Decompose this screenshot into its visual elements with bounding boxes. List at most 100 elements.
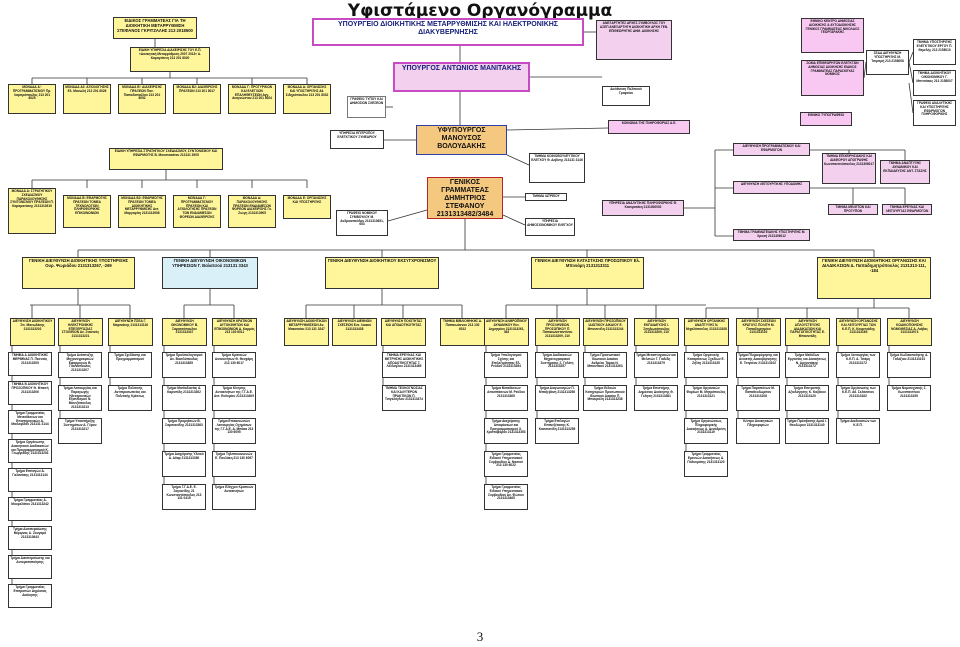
box-legal-advisor: ΓΡΑΦΕΙΟ ΝΟΜΙΚΟΥ ΣΥΜΒΟΥΛΟΥ Μ. Ανδρικοπούλ… bbox=[336, 210, 388, 236]
box-section: Τμήμα Πρόσβασης ΑμεΑ Ι. Θεοδώρου 2131313… bbox=[785, 418, 829, 444]
box-studies-section: ΤΜΗΜΑ ΜΕΛΕΤΩΝ ΚΑΙ ΠΡΟΤΥΠΩΝ bbox=[828, 204, 878, 215]
box-section: Τμήμα Γραμματείας Ειδικού Υπηρεσιακού Συ… bbox=[484, 451, 528, 477]
box-section: Τμήμα Οργανικών Φορέων Μ. Μητρόπουλος 21… bbox=[684, 385, 728, 411]
connector-line bbox=[506, 154, 530, 166]
page-number: 3 bbox=[476, 629, 484, 644]
box-section: Τμήμα Μισθοδοσίας Α. Καρυπίδη 2131313302 bbox=[162, 385, 206, 411]
box-section: Τμήμα Οργάνωσης των Κ.Ε.Π. Αθ. Σελάσσιου… bbox=[836, 385, 880, 411]
box-deputy-minister: ΥΦΥΠΟΥΡΓΟΣ ΜΑΝΟΥΣΟΣ ΒΟΛΟΥΔΑΚΗΣ bbox=[416, 125, 507, 155]
box-section: Τμήμα Προσωπικού Ιδιωτικού Δικαίου Ανδρέ… bbox=[583, 352, 627, 378]
box-directorate: ΔΙΕΥΘΥΝΣΗ ΑΝΘΡΩΠΙΝΟΥ ΔΥΝΑΜΙΚΟΥ Ευτ. Δημη… bbox=[484, 318, 529, 346]
box-section: Τμήμα Γραμματείας Ερευνών Διοικήσεως Δ. … bbox=[684, 451, 728, 477]
box-section: Τμήμα Διαγωνισμών Π. Μπαξεβάνη 213131325… bbox=[535, 385, 579, 411]
box-political-office: Διεύθυνση Πολιτικού Γραφείου bbox=[602, 86, 650, 106]
box-press-office: ΓΡΑΦΕΙΟ ΤΥΠΟΥ ΚΑΙ ΔΗΜΟΣΙΩΝ ΣΧΕΣΕΩΝ bbox=[347, 96, 386, 118]
box-directorate: ΔΙΕΥΘΥΝΣΗ ΟΙΚΟΝΟΜΙΚΟΥ Β. Σαρατσόπουλου 2… bbox=[162, 318, 207, 346]
connector-line bbox=[502, 214, 526, 226]
box-gd-modernisation: ΓΕΝΙΚΗ ΔΙΕΥΘΥΝΣΗ ΔΙΟΙΚΗΤΙΚΟΥ ΕΚΣΥΓΧΡΟΝΙΣ… bbox=[325, 257, 439, 289]
box-section: Τμήμα Κίνησης Αυτοκινήτων της Γ.Γ.Α.Ε. Α… bbox=[212, 385, 256, 411]
box-gd-personnel: ΓΕΝΙΚΗ ΔΙΕΥΘΥΝΣΗ ΚΑΤΑΣΤΑΣΗΣ ΠΡΟΣΩΠΙΚΟΥ Ε… bbox=[531, 257, 644, 289]
box-section: Τμήμα Οργάνωσης Διοικητικού Διαδικασιών … bbox=[8, 439, 52, 463]
box-section: Τμήμα Γ.Γ.Α.Ε. Ε. Σαγιανίδης 21 Κωνσταντ… bbox=[162, 484, 206, 510]
connector-line bbox=[908, 51, 914, 63]
box-section: Τμήμα Ανάπτυξης Μηχανογραφικών Εφαρμογών… bbox=[58, 352, 102, 378]
box-section: Τμήμα Επιτροπής Αξιολόγησης Κ. Καζάκου 2… bbox=[785, 385, 829, 411]
box-section: Τμήμα Διαδικασιών των Κ.Ε.Π. bbox=[836, 418, 880, 444]
box-directorate: ΔΙΕΥΘΥΝΣΗ ΑΠΛΟΥΣΤΕΥΣΗΣ ΔΙΑΔΙΚΑΣΙΩΝ ΚΑΙ Π… bbox=[785, 318, 830, 346]
box-directorate: ΔΙΕΥΘΥΝΣΗ ΠΟΙΟΤΗΤΑΣ ΚΑΙ ΑΠΟΔΟΤΙΚΟΤΗΤΑΣ bbox=[381, 318, 426, 346]
box-strat-unit-a: ΜΟΝΑΔΑ Α: ΣΤΡΑΤΗΓΙΚΟΥ ΣΧΕΔΙΑΣΜΟΥ ΠΑΡΑΚΟΛ… bbox=[8, 188, 56, 234]
box-section: Τμήμα Γραμματείας Ειδικού Υπηρεσιακού Συ… bbox=[484, 484, 528, 510]
box-directorate: ΔΙΕΥΘΥΝΣΗ ΕΚΠΑΙΔΕΥΣΗΣ Ι. Σπηλιωτόπουλος … bbox=[634, 318, 679, 346]
box-section: Τμήμα Μεταπτυχιακών και Μελετών Γ. Γιαλί… bbox=[634, 352, 678, 378]
box-directorate: ΔΙΕΥΘΥΝΣΗ ΚΡΑΤΙΚΩΝ ΑΥΤΟΚΙΝΗΤΩΝ ΚΑΙ ΕΠΙΚΟ… bbox=[212, 318, 257, 346]
box-development-section: ΤΜΗΜΑ ΑΝΑΠΤΥΞΗΣ ΔΥΝΑΜΙΚΟΥ ΚΑΙ ΕΚΠΑΙΔΕΥΣΗ… bbox=[880, 160, 930, 184]
box-section: Τμήμα Υποστήριξης Συστημάτων Δ. Γέρου 21… bbox=[58, 418, 102, 444]
box-ekdd: ΕΘΝΙΚΟ ΚΕΝΤΡΟ ΔΗΜΟΣΙΑΣ ΔΙΟΙΚΗΣΗΣ & ΑΥΤΟΔ… bbox=[801, 18, 864, 53]
box-section: Τμήμα Επιστήμης Δημόσιας Διοίκησης Θ. Γε… bbox=[634, 385, 678, 411]
box-section: Τμήμα Πληροφόρησης και Ανοικτής Διακυβέρ… bbox=[736, 352, 780, 378]
connector-line bbox=[863, 61, 867, 79]
box-directorate: ΔΙΕΥΘΥΝΣΗ ΔΙΟΙΚΗΤΙΚΟΥ Σπ. Μανωλάκης 2131… bbox=[10, 318, 55, 346]
box-strat-unit-b: ΜΟΝΑΔΑ Β: ΕΦΑΡΜΟΓΗΣ ΠΡΑΞΕΩΝ ΤΟΜΕΑ ΤΕΧΝΟΛ… bbox=[63, 195, 111, 228]
box-directorate: ΔΙΕΥΘΥΝΣΗ ΠΡΟΣΛΗΨΕΩΝ ΠΡΟΣΩΠΙΚΟΥ Π. Παπακ… bbox=[535, 318, 580, 346]
box-directorate: ΔΙΕΥΘΥΝΣΗ ΗΛΕΚΤΡΟΝΙΚΗΣ ΕΠΕΞΕΡΓΑΣΙΑΣ ΣΤΟΙ… bbox=[58, 318, 103, 346]
box-section: Τμήμα Νομοτεχνικής Σ. Κωνσταντίνου 21313… bbox=[887, 385, 931, 411]
box-section: Τμήμα Διεκπεραίωσης και Αυτοματοποίησης bbox=[8, 555, 52, 579]
box-national-printing-office: ΕΘΝΙΚΟ ΤΥΠΟΓΡΑΦΕΙΟ bbox=[800, 112, 852, 126]
box-support-section: ΤΜΗΜΑ ΥΠΟΣΤΗΡΙΞΗΣ ΕΛΕΓΚΤΙΚΟΥ ΕΡΓΟΥ Π. Θε… bbox=[913, 39, 956, 65]
box-unit-g: ΜΟΝΑΔΑ Γ: ΠΡΟΓΥΡΙΚΩΝ ΚΑΙ ΕΛΕΓΧΩΝ ΕΠΑΛΗΘΕ… bbox=[228, 84, 276, 114]
box-audit-commissioner: ΥΠΗΡΕΣΙΑ ΕΠΙΤΡΟΠΟΥ ΕΛΕΓΚΤΙΚΟΥ ΣΥΝΕΔΡΙΟΥ bbox=[330, 130, 384, 149]
box-section: Κέντρο Διοικητικών Πληροφοριών bbox=[736, 418, 780, 444]
box-research-section: ΤΜΗΜΑ ΕΡΕΥΝΑΣ ΚΑΙ ΛΕΙΤΟΥΡΓΙΑΣ ΕΦΑΡΜΟΓΩΝ bbox=[882, 204, 932, 215]
box-parliamentary-control: ΤΜΗΜΑ ΚΟΙΝΟΒΟΥΛΕΥΤΙΚΟΥ ΕΛΕΓΧΟΥ Θ. Δεβίνη… bbox=[529, 153, 585, 183]
connector-line bbox=[506, 127, 609, 131]
box-section: Τμήμα Γραμματείας Α. Μουρελάτου 21313132… bbox=[8, 497, 52, 521]
box-section: ΤΜΗΜΑ Α ΔΙΟΙΚΗΤΙΚΗΣ ΜΕΡΙΜΝΑΣ Π. Πεσσιάς … bbox=[8, 352, 52, 376]
box-operational-section: ΤΜΗΜΑ ΕΠΙΧΕΙΡΗΣΙΑΚΗΣ ΚΑΙ ΔΙΑΦΟΡΟΥ ΑΠΟΓΡΑ… bbox=[822, 153, 876, 184]
box-section: Τμήμα Ειδικών Κατηγοριών Προσωπικού Ιδιω… bbox=[583, 385, 627, 411]
box-minister: ΥΠΟΥΡΓΟΣ ΑΝΤΩΝΙΟΣ ΜΑΝΙΤΑΚΗΣ bbox=[393, 62, 530, 92]
box-secretarial-section: ΤΜΗΜΑ ΓΡΑΜΜΑΤΕΙΑΚΗΣ ΥΠΟΣΤΗΡΙΞΗΣ Μ. Χρυσή… bbox=[733, 229, 810, 241]
box-unit-a: ΜΟΝΑΔΑ Α': ΠΡΟΓΡΑΜΜΑΤΙΣΜΟΥ Πρ. Λαμπρόπου… bbox=[8, 84, 56, 114]
box-special-secretary: ΕΙΔΙΚΟΣ ΓΡΑΜΜΑΤΕΑΣ ΓΙΑ ΤΗ ΔΙΟΙΚΗΤΙΚΗ ΜΕΤ… bbox=[113, 17, 197, 39]
box-section: Τμήμα Ελέγχου Κρατικών Αυτοκινήτων bbox=[212, 484, 256, 510]
box-directorate: ΔΙΕΥΘΥΝΣΗ ΚΩΔΙΚΟΠΟΙΗΣΗΣ ΝΟΜΟΘΕΣΙΑΣ Δ. Λι… bbox=[887, 318, 932, 346]
box-section: Τμήμα Λειτουργίας των Κ.Ε.Π. Α. Τσάμη 21… bbox=[836, 352, 880, 378]
box-strategic-service: ΕΙΔΙΚΗ ΥΠΗΡΕΣΙΑ ΣΤΡΑΤΗΓΙΚΟΥ ΣΧΕΔΙΑΣΜΟΥ, … bbox=[109, 148, 223, 170]
box-unit-b: ΜΟΝΑΔΑ Β': ΔΙΑΧΕΙΡΙΣΗΣ ΠΡΑΞΕΩΝ Παν. Παπα… bbox=[118, 84, 166, 114]
box-section: Τμήμα Λειτουργίας και Παραγωγής Ηλεκτρον… bbox=[58, 385, 102, 411]
box-unit-d: ΜΟΝΑΔΑ Δ: ΟΡΓΑΝΩΣΗΣ ΚΑΙ ΥΠΟΣΤΗΡΙΞΗΣ Αθ. … bbox=[283, 84, 331, 114]
box-section: Τμήμα Κρατικών Αυτοκινήτων Θ. Θεοχάρη 21… bbox=[212, 352, 256, 378]
box-section: Τμήμα Οργανώσεως Πληροφορικής Διοικήσεως… bbox=[684, 418, 728, 444]
box-directorate: ΔΙΕΥΘΥΝΣΗ ΠΡΟΣΩΠΙΚΟΥ ΙΔΙΩΤΙΚΟΥ ΔΙΚΑΙΟΥ Ε… bbox=[583, 318, 628, 346]
box-strat-unit-d: ΜΟΝΑΔΑ Δ: ΠΑΡΑΚΟΛΟΥΘΗΣΗΣ ΠΡΑΞΕΩΝ ΕΝΔΙΑΜΕ… bbox=[228, 195, 276, 228]
box-medical-office: ΤΜΗΜΑ ΙΑΤΡΕΙΟΥ bbox=[525, 193, 567, 201]
box-independent-authorities: ΑΝΕΞΑΡΤΗΤΕΣ ΑΡΧΕΣ ΣΥΜΒΟΥΛΟΣ ΤΟΥ ΑΣΕΠ ΑΝΕ… bbox=[596, 20, 672, 60]
box-unit-a2: ΜΟΝΑΔΑ Α2: ΑΞΙΟΛΟΓΗΣΗΣ Ελ. Μανωλή 213 20… bbox=[63, 84, 111, 114]
box-infrastructure-directorate: ΔΙΕΥΘΥΝΣΗ ΛΕΙΤΟΥΡΓΙΚΗΣ ΥΠΟΔΟΜΗΣ bbox=[733, 181, 810, 194]
box-section: Τμήμα Επιλογών Επανεξέτασης Κ. Κασσιανίδ… bbox=[535, 418, 579, 444]
box-directorate: ΔΙΕΥΘΥΝΣΗ ΟΡΓΑΝΩΣΗΣ ΚΑΙ ΛΕΙΤΟΥΡΓΙΑΣ ΤΩΝ … bbox=[836, 318, 881, 346]
box-strat-unit-g: ΜΟΝΑΔΑ Γ: ΠΡΟΓΡΑΜΜΑΤΙΣΜΟΥ ΠΡΑΞΕΩΝ ΚΑΙ ΑΞ… bbox=[173, 195, 221, 228]
box-programming-directorate: ΔΙΕΥΘΥΝΣΗ ΠΡΟΓΡΑΜΜΑΤΙΣΜΟΥ ΚΑΙ ΕΦΑΡΜΟΓΩΝ bbox=[733, 143, 810, 156]
box-section: ΤΜΗΜΑ ΕΡΕΥΝΑΣ ΚΑΙ ΜΕΤΡΗΣΗΣ ΔΙΟΙΚΗΤΙΚΗΣ Α… bbox=[382, 352, 426, 378]
box-budget-control: ΥΠΗΡΕΣΙΑ ΔΗΜΟΣΙΟΝΟΜΙΚΟΥ ΕΛΕΓΧΟΥ bbox=[525, 218, 575, 236]
box-section: ΤΜΗΜΑ Β ΔΙΟΙΚΗΤΙΚΟΥ ΠΡΟΣΩΠΙΚΟΥ Θ. Μπεσή … bbox=[8, 381, 52, 405]
box-analytics-service: ΥΠΗΡΕΣΙΑ ΑΝΑΛΥΤΙΚΗΣ ΠΛΗΡΟΦΟΡΙΚΗΣ Φ. Κασι… bbox=[602, 200, 684, 216]
box-secretary-general: ΓΕΝΙΚΟΣ ΓΡΑΜΜΑΤΕΑΣ ΔΗΜΗΤΡΙΟΣ ΣΤΕΦΑΝΟΥ 21… bbox=[427, 177, 503, 219]
box-section: Τμήμα Σχεδίασης και Προγραμματισμού bbox=[108, 352, 152, 378]
box-section: Τμήμα Κωδικοποίησης Α. Γαλάζιου 21313131… bbox=[887, 352, 931, 378]
box-section: Τμήμα Γραμματείας Μετεκθέσεων και Επιστη… bbox=[8, 410, 52, 434]
box-gd-admin-support: ΓΕΝΙΚΗ ΔΙΕΥΘΥΝΣΗ ΔΙΟΙΚΗΤΙΚΗΣ ΥΠΟΣΤΗΡΙΞΗΣ… bbox=[22, 257, 135, 289]
box-section: Τμήμα Διαχείρισης Αποφάσεων και Προγραμμ… bbox=[484, 418, 528, 444]
connector-line bbox=[387, 209, 428, 222]
box-section: Τμήμα Προϋπολογισμού Αν. Βασιλόπουλος 21… bbox=[162, 352, 206, 378]
box-directorate: ΔΙΕΥΘΥΝΣΗ ΟΡΓΑΝΙΚΗΣ ΑΝΑΠΤΥΞΗΣ Ν. Μιχαλόπ… bbox=[684, 318, 729, 346]
box-analytics-office: ΓΡΑΦΕΙΟ ΑΝΑΛΥΤΙΚΗΣ ΚΑΙ ΥΠΟΣΤΗΡΙΞΗΣ ΕΦΑΡΜ… bbox=[913, 100, 956, 126]
box-section: Τμήμα Οργανικής Καταρτίσεως Σχεδίων Ε. Ζ… bbox=[684, 352, 728, 378]
box-section: Τμήμα Υπολογισμού Σχέσης και Επιλεξιμότη… bbox=[484, 352, 528, 378]
page-title: Υφιστάμενο Οργανόγραμμα bbox=[347, 1, 613, 21]
box-gd-financial: ΓΕΝΙΚΗ ΔΙΕΥΘΥΝΣΗ ΟΙΚΟΝΟΜΙΚΩΝ ΥΠΗΡΕΣΙΩΝ Γ… bbox=[162, 257, 258, 289]
